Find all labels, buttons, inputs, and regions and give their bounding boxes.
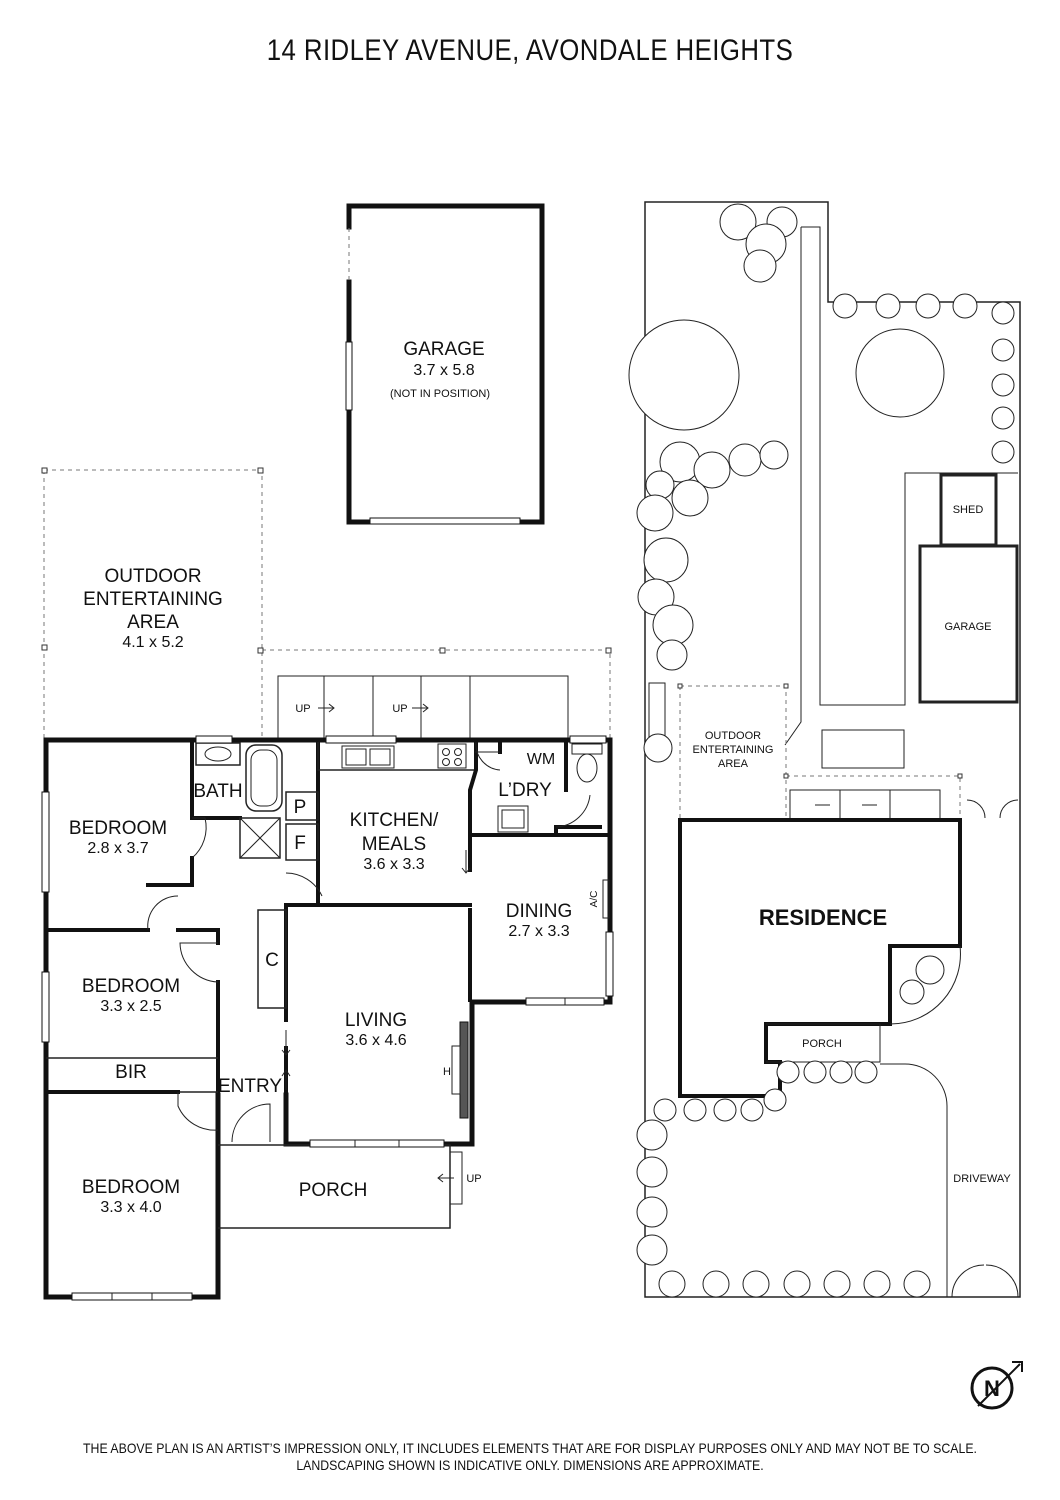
wm-label: WM [527,751,555,768]
site-shed-label: SHED [953,504,984,516]
floor-labels: GARAGE 3.7 x 5.8 (NOT IN POSITION) OUTDO… [69,339,600,1216]
site-garage-label: GARAGE [944,621,991,633]
floor-plan: GARAGE 3.7 x 5.8 (NOT IN POSITION) OUTDO… [41,203,614,1301]
bir-label: BIR [115,1062,147,1083]
outdoor-label-1: OUTDOOR [104,566,201,587]
porch-label: PORCH [299,1180,368,1201]
doors [147,741,591,1143]
kitchen-label-2: MEALS [362,834,426,855]
ac-label: A/C [589,891,600,908]
disclaimer-line-2: LANDSCAPING SHOWN IS INDICATIVE ONLY. DI… [296,1457,764,1473]
interior-walls [44,738,612,1144]
bedroom2-label: BEDROOM [82,976,180,997]
heater-label: H [443,1066,451,1078]
outdoor-dims: 4.1 x 5.2 [122,634,183,651]
site-outdoor-label-1: OUTDOOR [705,730,761,742]
site-outdoor-label-2: ENTERTAINING [693,744,774,756]
bedroom3-label: BEDROOM [82,1177,180,1198]
dining-dims: 2.7 x 3.3 [508,923,569,940]
up-label-left: UP [295,703,310,715]
outdoor-label-3: AREA [127,612,179,633]
site-porch-label: PORCH [802,1038,842,1050]
outdoor-pergola [41,467,612,740]
kitchen-label-1: KITCHEN/ [350,810,439,831]
disclaimer-line-1: THE ABOVE PLAN IS AN ARTIST’S IMPRESSION… [83,1440,977,1456]
compass-letter: N [984,1376,1000,1401]
bedroom2-dims: 3.3 x 2.5 [100,998,161,1015]
site-plan: SHED GARAGE OUTDOOR ENTERTAINING AREA RE… [628,201,1021,1298]
dining-label: DINING [506,901,573,922]
windows [41,735,614,1301]
driveway-label: DRIVEWAY [953,1173,1011,1185]
disclaimer: THE ABOVE PLAN IS AN ARTIST’S IMPRESSION… [0,1440,1060,1474]
entry-label: ENTRY [218,1076,282,1097]
outdoor-label-2: ENTERTAINING [83,589,223,610]
garage-dims: 3.7 x 5.8 [413,362,474,379]
garage-label: GARAGE [403,339,484,360]
pantry-label: P [294,797,307,818]
bath-label: BATH [193,781,242,802]
page-title: 14 RIDLEY AVENUE, AVONDALE HEIGHTS [266,34,794,67]
fridge-label: F [294,833,306,854]
north-compass-icon: N [970,1361,1023,1410]
cupboard-label: C [265,950,279,971]
up-label-right: UP [392,703,407,715]
bedroom1-dims: 2.8 x 3.7 [87,840,148,857]
kitchen-dims: 3.6 x 3.3 [363,856,424,873]
bedroom3-dims: 3.3 x 4.0 [100,1199,161,1216]
living-label: LIVING [345,1010,407,1031]
landscaping [628,203,1015,1298]
up-label-porch: UP [466,1173,481,1185]
residence-label: RESIDENCE [759,905,887,930]
living-dims: 3.6 x 4.6 [345,1032,406,1049]
bedroom1-label: BEDROOM [69,818,167,839]
site-outdoor-label-3: AREA [718,758,749,770]
garage-note: (NOT IN POSITION) [390,388,490,400]
laundry-label: L’DRY [498,780,552,801]
rear-steps [277,675,569,738]
garage-structure [345,203,545,525]
